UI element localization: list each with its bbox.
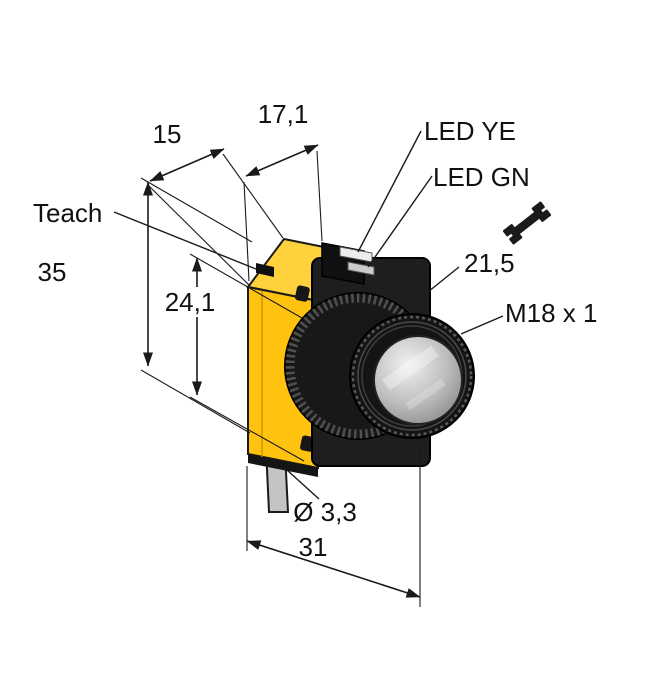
label-dim-15: 15 [153,119,182,149]
thread-leader-line [460,315,504,335]
dim-17-1-lines [243,144,323,282]
mounting-slot-top [295,285,310,302]
label-cable-diameter: Ø 3,3 [293,497,357,527]
label-teach: Teach [33,198,102,228]
lens [373,335,463,425]
labels: 17,1 15 LED YE LED GN Teach 35 24,1 21,5… [33,99,598,562]
dim-15-lines [148,148,284,287]
led-green-leader-line [367,175,433,268]
wrench-size-leader-line [407,266,460,309]
led-yellow-leader-line [357,130,422,253]
wrench-icon [502,201,552,245]
label-led-yellow: LED YE [424,116,516,146]
dim-24-1-lines [189,253,305,462]
body-bottom-strip [248,454,318,477]
teach-leader-line [113,211,257,270]
label-dim-21-5: 21,5 [464,248,515,278]
teach-button [256,263,274,277]
cable-diameter-leader-line [286,469,320,500]
dim-31-lines [246,444,421,607]
dimension-lines [113,130,504,607]
led-window-green [347,261,375,276]
dim-35-lines [140,177,253,434]
sensor-body [246,237,475,513]
label-led-green: LED GN [433,162,530,192]
label-dim-35: 35 [38,257,67,287]
label-thread-spec: M18 x 1 [505,298,598,328]
label-dim-24-1: 24,1 [165,287,216,317]
label-dim-31: 31 [299,532,328,562]
label-dim-17-1: 17,1 [258,99,309,129]
